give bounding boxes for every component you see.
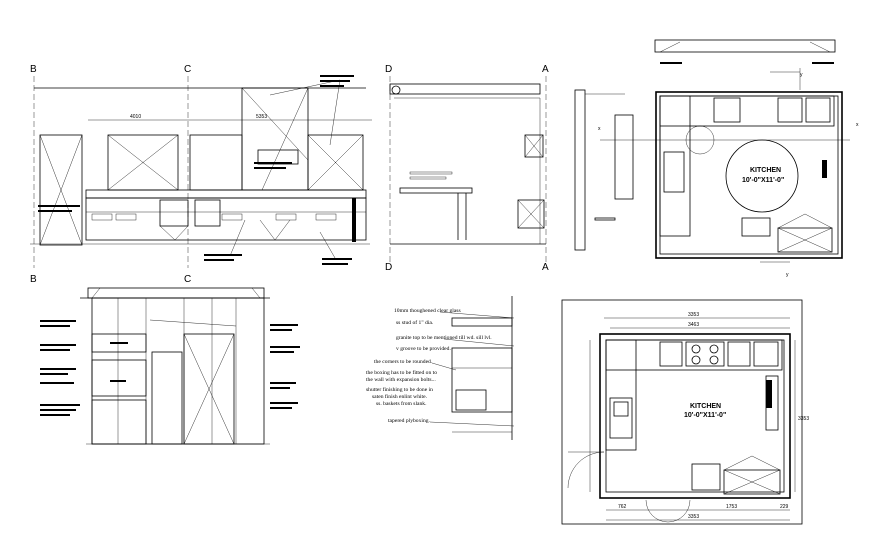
annotation-blocks-elev — [38, 75, 354, 265]
marker-c-top: C — [184, 64, 191, 75]
plan-bottom-room-name: KITCHEN — [690, 403, 721, 410]
plan-top-marker-y2: y — [786, 272, 789, 278]
detail-note-8: shutter finishing to be done in — [366, 386, 433, 393]
plan-bottom-room-size: 10'-0"X11'-0" — [684, 412, 726, 419]
detail-note-4: v groove to be provided. — [396, 346, 451, 352]
detail-note-5: the corners to be rounded. — [374, 359, 433, 365]
plan-top-room-name: KITCHEN — [750, 167, 781, 174]
base-cabinet-drawers — [91, 213, 337, 221]
detail-note-10: ss. baskets from slank. — [376, 400, 427, 407]
plan-bottom-dim-b1: 762 — [618, 504, 627, 510]
plan-top-marker-y: y — [800, 72, 803, 78]
plan-top-marker-x1: x — [598, 126, 601, 132]
detail-note-3: granite top to be mentioned till wd. sil… — [396, 335, 492, 341]
marker-b-bottom: B — [30, 274, 37, 285]
marker-d-top: D — [385, 64, 392, 75]
detail-note-2: ss stud of 1" dia. — [396, 319, 434, 326]
detail-note-1: 10mm thoughened clear glass — [394, 308, 461, 314]
detail-note-6: the boxing has to be fitted on to — [366, 369, 437, 376]
plan-top-room-size: 10'-0"X11'-0" — [742, 177, 784, 184]
marker-a-top: A — [542, 64, 549, 75]
plan-bottom: 3353 3463 KITCHEN 10'-0"X11'-0" — [561, 299, 809, 525]
marker-c-bottom: C — [184, 274, 191, 285]
plan-bottom-dim-b3: 229 — [780, 504, 789, 510]
marker-a-bottom: A — [542, 262, 549, 273]
dim-elev-right: 5353 — [256, 114, 267, 120]
plan-bottom-dim-b2: 1753 — [726, 504, 737, 510]
section-da: D A D A — [385, 64, 549, 273]
plan-bottom-dim-bottom: 3353 — [688, 514, 699, 520]
plan-bottom-dim-top: 3353 — [688, 312, 699, 318]
detail-section: 10mm thoughened clear glass ss stud of 1… — [366, 296, 515, 440]
plan-top-marker-x2: x — [856, 122, 859, 128]
cooktop — [685, 341, 725, 367]
plan-top: y x x KITCHEN 10'-0"X11'-0" y — [574, 39, 859, 278]
detail-notes: 10mm thoughened clear glass ss stud of 1… — [366, 308, 492, 424]
plan-bottom-dim-right: 3353 — [798, 416, 809, 422]
detail-note-11: tapered plyboxing. — [388, 418, 431, 424]
elevation-bc: B C B C 4010 5353 — [30, 64, 372, 285]
plan-bottom-dim-top2: 3463 — [688, 322, 699, 328]
annotation-blocks-cab — [40, 319, 300, 416]
detail-note-9: saten finish enlint white. — [372, 393, 428, 400]
elevation-cabinets — [40, 287, 300, 445]
marker-b-top: B — [30, 64, 37, 75]
dim-elev-left: 4010 — [130, 114, 141, 120]
detail-note-7: the wall with expansion bolts... — [366, 377, 436, 383]
marker-d-bottom: D — [385, 262, 392, 273]
